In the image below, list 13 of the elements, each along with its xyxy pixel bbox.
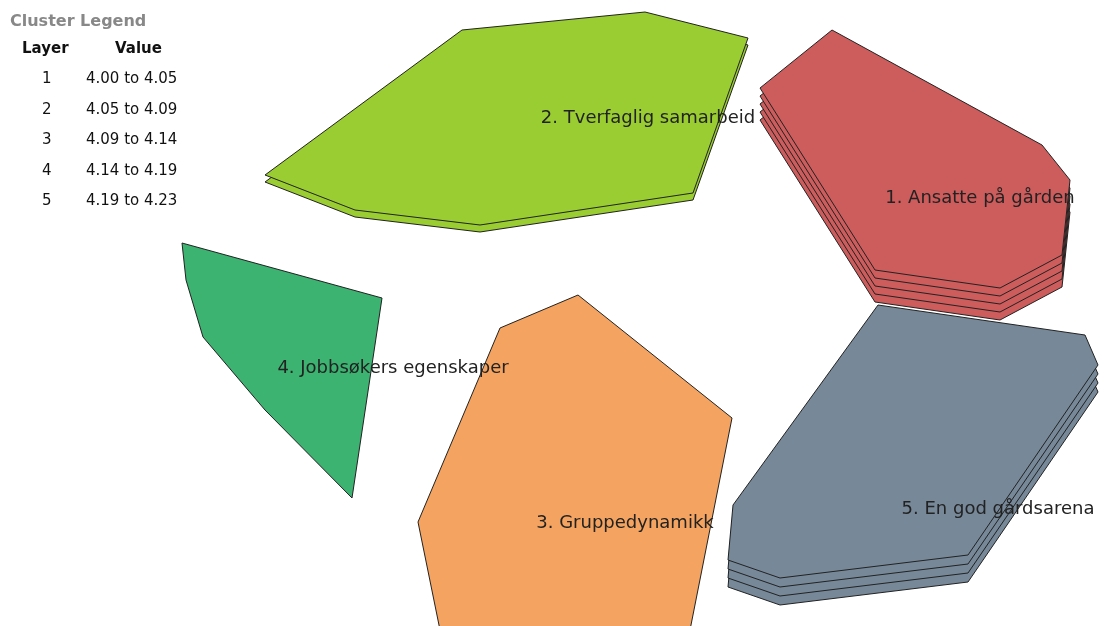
value-range: 4.05 to 4.09 bbox=[86, 99, 178, 118]
value-range: 4.00 to 4.05 bbox=[86, 69, 178, 87]
layer-number: 4 bbox=[42, 160, 52, 179]
value-range: 4.14 to 4.19 bbox=[86, 160, 178, 179]
column-header: Layer bbox=[22, 39, 69, 57]
layer-number: 1 bbox=[42, 69, 52, 87]
column-header: Value bbox=[115, 39, 162, 57]
layer-number: 5 bbox=[42, 191, 52, 209]
value-range: 4.19 to 4.23 bbox=[86, 191, 178, 209]
value-range: 4.09 to 4.14 bbox=[86, 130, 178, 148]
layer-number: 2 bbox=[42, 99, 52, 118]
layer-number: 3 bbox=[42, 130, 52, 148]
legend-title: Cluster Legend bbox=[10, 11, 147, 30]
